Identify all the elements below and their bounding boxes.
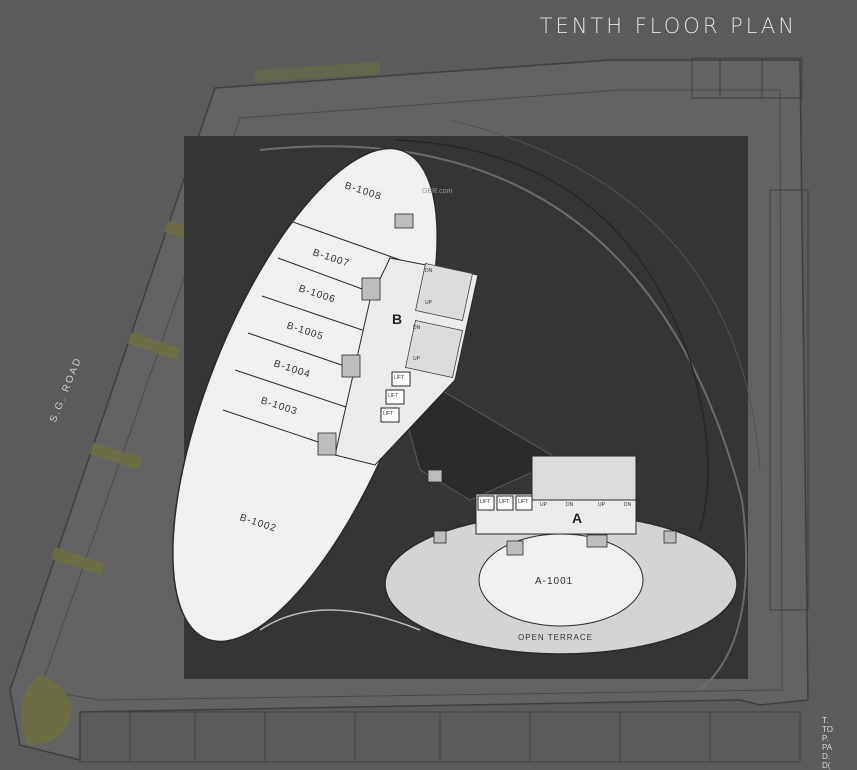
tower-b-lifts — [380, 371, 411, 423]
column-markers — [427, 469, 677, 556]
legend-item: P.PA — [822, 734, 833, 752]
legend-item: D.D( — [822, 752, 831, 770]
tower-b-toilets — [317, 213, 414, 456]
legend-item: T.TO — [822, 716, 833, 734]
plan-title: TENTH FLOOR PLAN — [539, 14, 797, 38]
tower-a-stair-label: DN — [624, 502, 632, 508]
tower-a-lift-label: LIFT — [518, 499, 529, 505]
tower-b-lift-label: LIFT — [383, 411, 394, 417]
tower-a-lift-label: LIFT — [499, 499, 510, 505]
tower-b-lift-label: LIFT — [394, 375, 405, 381]
tower-b-lift-label: LIFT — [388, 393, 399, 399]
tower-b-stair-label: UP — [425, 300, 432, 306]
tower-a-label: A — [572, 510, 583, 526]
tower-b-stair-label: UP — [413, 356, 420, 362]
ramp-arc-outer — [259, 145, 748, 691]
watermark: GER.com — [422, 188, 453, 195]
ramp-arc-mid — [449, 119, 761, 471]
unit-label-a-1001: A-1001 — [535, 576, 574, 587]
tower-b-stair-label: DN — [425, 268, 433, 274]
connector-arc — [259, 609, 421, 631]
tower-b-stair-label: DN — [413, 325, 421, 331]
ramp-arc-inner — [394, 139, 709, 531]
parking-bays — [79, 711, 801, 763]
tower-a-lifts — [477, 495, 533, 511]
terrace-label: OPEN TERRACE — [518, 633, 593, 642]
tower-b-label: B — [392, 311, 403, 327]
tower-a-stair-label: DN — [566, 502, 574, 508]
right-stalls — [691, 57, 809, 611]
tower-b-stairs — [405, 263, 473, 378]
tower-a-stairs — [531, 455, 637, 501]
tower-a-stair-label: UP — [540, 502, 547, 508]
tower-a-stair-label: UP — [598, 502, 605, 508]
tower-a-lift-label: LIFT — [480, 499, 491, 505]
